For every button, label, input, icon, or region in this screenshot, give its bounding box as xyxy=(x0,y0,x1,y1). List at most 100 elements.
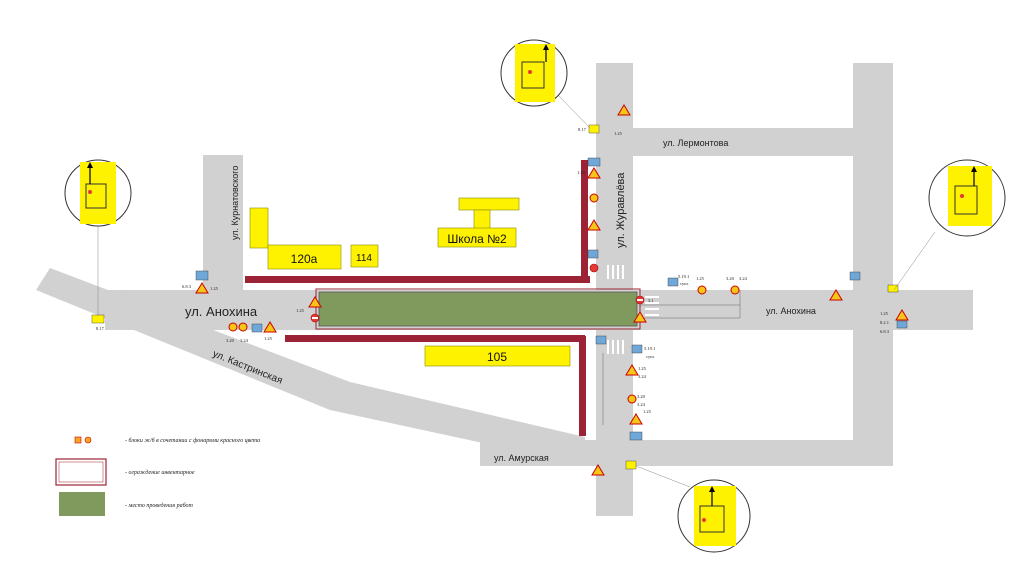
sign-label: 1.25 xyxy=(614,131,623,136)
sign-label: 1.25 xyxy=(880,311,889,316)
building-105 xyxy=(424,345,571,367)
sign-label: 3.24 xyxy=(637,402,646,407)
street-zhuravleva: ул. Журавлёва xyxy=(615,172,627,248)
sign-cluster-workzone-right: 3.1 xyxy=(633,295,654,323)
sign-label: суш. xyxy=(680,281,689,286)
warning-sign-icon xyxy=(625,364,639,376)
legend-item-fence: - ограждение инвентарное xyxy=(55,458,195,486)
street-anokhina-left: ул. Анохина xyxy=(185,304,258,319)
warning-sign-icon xyxy=(587,167,601,179)
detour-callout-south xyxy=(677,479,751,553)
road-right-vertical xyxy=(853,63,893,441)
street-amurskaya: ул. Амурская xyxy=(494,453,549,463)
speed-limit-sign-icon xyxy=(589,193,599,203)
barrier-zhuravleva-north xyxy=(581,160,588,282)
building-school-label: Школа №2 xyxy=(447,232,507,246)
sign-label: 3.20 xyxy=(637,394,646,399)
roads xyxy=(36,63,973,516)
building-school xyxy=(437,227,517,248)
detour-callout-east xyxy=(928,159,1006,237)
measurement-lines xyxy=(602,290,741,425)
sign-cluster-kurnatovskogo: 6.8.3 1.25 xyxy=(182,270,219,294)
building-120a-label: 120а xyxy=(291,252,318,266)
road-kurnatovskogo xyxy=(203,155,243,292)
sign-label: 5.19.1 xyxy=(644,346,655,351)
warning-sign-icon xyxy=(263,321,277,333)
legend-item-blocks: - блоки ж/б в сочетании с фонарями красн… xyxy=(74,436,260,444)
sign-cluster-anokhina-right: 5.19.1 суш. 1.25 3.20 3.24 xyxy=(667,274,748,295)
street-anokhina-right: ул. Анохина xyxy=(766,306,816,316)
arrow-up-icon xyxy=(87,162,93,168)
sign-label: 3.24 xyxy=(638,374,647,379)
road-kastrinskaya xyxy=(36,268,585,465)
legend-item-work-zone: - место проведения работ xyxy=(59,492,194,516)
sign-label: 1.25 xyxy=(296,308,305,313)
building-school-top xyxy=(458,197,520,211)
barriers xyxy=(245,160,590,436)
sign-label: 8.17 xyxy=(96,326,105,331)
road-signs: 6.8.3 1.25 3.20 3.24 1.25 1.25 3.1 xyxy=(91,104,909,476)
speed-limit-sign-icon xyxy=(730,285,740,295)
crosswalk xyxy=(607,265,659,354)
building-114-label: 114 xyxy=(356,253,372,264)
sign-label: 1.25 xyxy=(577,170,586,175)
warning-sign-icon xyxy=(895,309,909,321)
sign-label: 1.25 xyxy=(210,286,219,291)
legend-text-blocks: - блоки ж/б в сочетании с фонарями красн… xyxy=(125,437,260,444)
sign-cluster-anokhina-left: 3.20 3.24 1.25 xyxy=(226,321,277,343)
building-105-label: 105 xyxy=(487,350,507,364)
callout-lines xyxy=(97,92,936,488)
sign-label: 8.17 xyxy=(578,127,587,132)
sign-cluster-kastrinskaya: 8.17 xyxy=(91,314,105,331)
speed-limit-sign-icon xyxy=(697,285,707,295)
legend-text-fence: - ограждение инвентарное xyxy=(125,469,195,476)
building-120a xyxy=(267,244,342,270)
warning-sign-icon xyxy=(195,282,209,294)
no-entry-sign-icon xyxy=(228,322,238,332)
sign-label: 1.25 xyxy=(643,409,652,414)
no-entry-sign-icon xyxy=(589,263,599,273)
barrier-zhuravleva-south xyxy=(579,336,586,436)
arrow-up-icon xyxy=(971,166,977,172)
sign-cluster-lermontova: 8.17 1.25 xyxy=(578,104,631,136)
building-114 xyxy=(350,244,379,268)
building-school-stem xyxy=(473,209,491,231)
sign-label: 5.19.1 xyxy=(678,274,689,279)
sign-label: 8.2.1 xyxy=(880,320,889,325)
sign-label: 6.8.3 xyxy=(182,284,192,289)
warning-sign-icon xyxy=(591,464,605,476)
sign-cluster-zhuravleva-north: 1.25 xyxy=(577,157,601,273)
arrow-up-icon xyxy=(709,486,715,492)
barrier-north xyxy=(245,276,590,283)
legend: - блоки ж/б в сочетании с фонарями красн… xyxy=(55,436,260,516)
buildings xyxy=(249,197,571,367)
sign-cluster-workzone-left: 1.25 xyxy=(296,296,322,323)
arrow-up-icon xyxy=(543,44,549,50)
sign-label: 3.24 xyxy=(739,276,748,281)
sign-label: 3.1 xyxy=(648,298,654,303)
speed-limit-sign-icon xyxy=(627,394,637,404)
warning-sign-icon xyxy=(633,311,647,323)
sign-cluster-zhuravleva-south: 5.19.1 суш. 1.25 3.24 3.20 3.24 1.25 xyxy=(591,335,655,476)
street-kurnatovskogo: ул. Курнатовского xyxy=(230,166,240,240)
sign-label: суш. xyxy=(646,354,655,359)
warning-sign-icon xyxy=(829,289,843,301)
work-zone-fence xyxy=(315,288,641,330)
warning-sign-icon xyxy=(587,219,601,231)
sign-label: 1.25 xyxy=(264,336,273,341)
sign-label: 3.24 xyxy=(240,338,249,343)
sign-cluster-right-junction: 1.25 8.2.1 6.8.3 xyxy=(829,271,909,334)
sign-label: 6.8.3 xyxy=(880,329,890,334)
warning-sign-icon xyxy=(617,104,631,116)
detour-callouts xyxy=(64,39,1006,553)
street-lermontova: ул. Лермонтова xyxy=(663,138,728,148)
speed-limit-sign-icon xyxy=(238,322,248,332)
detour-callout-west xyxy=(64,159,132,227)
detour-callout-north xyxy=(500,39,568,107)
sign-label: 1.25 xyxy=(696,276,705,281)
sign-label: 3.20 xyxy=(226,338,235,343)
work-zone xyxy=(318,291,638,327)
road-amurskaya xyxy=(480,440,893,466)
lamp-icon xyxy=(84,436,92,444)
